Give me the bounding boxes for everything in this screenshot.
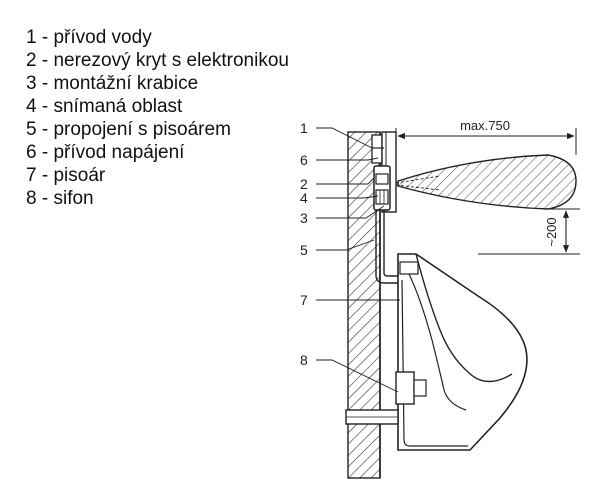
legend-item-4: 4 - snímaná oblast <box>26 96 183 117</box>
callout-leaders <box>316 127 400 393</box>
dimension-label-vertical: ~200 <box>544 217 559 246</box>
sensing-cone-upper <box>395 175 441 184</box>
callout-7: 7 <box>300 292 308 308</box>
legend-item-7: 7 - pisoár <box>26 165 106 186</box>
callout-5: 5 <box>300 242 308 258</box>
callout-4: 4 <box>300 190 308 206</box>
urinal-inner-wall <box>401 279 468 447</box>
sensor-unit <box>375 173 389 185</box>
legend-list: 1 - přívod vody 2 - nerezový kryt s elek… <box>26 26 289 210</box>
callout-3: 3 <box>300 210 308 226</box>
legend-item-5: 5 - propojení s pisoárem <box>26 119 231 140</box>
siphon-body <box>395 371 415 405</box>
urinal-inlet <box>399 261 419 275</box>
callout-1: 1 <box>300 120 308 136</box>
urinal-bowl-inner <box>407 271 467 411</box>
valve-unit <box>375 189 389 205</box>
legend-item-2: 2 - nerezový kryt s elektronikou <box>26 50 289 71</box>
urinal-body <box>397 253 528 451</box>
legend-item-6: 6 - přívod napájení <box>26 142 185 163</box>
legend-item-8: 8 - sifon <box>26 188 94 209</box>
dimension-label-horizontal: max.750 <box>460 118 510 133</box>
urinal-rim <box>415 253 513 383</box>
siphon-cap <box>413 379 427 397</box>
sensing-cone-lower <box>395 184 441 191</box>
callout-8: 8 <box>300 352 308 368</box>
legend-item-3: 3 - montážní krabice <box>26 73 199 94</box>
callout-6: 6 <box>300 152 308 168</box>
sensing-area <box>397 154 577 210</box>
connection-pipe <box>375 210 402 284</box>
callout-2: 2 <box>300 176 308 192</box>
legend-item-1: 1 - přívod vody <box>26 27 152 48</box>
